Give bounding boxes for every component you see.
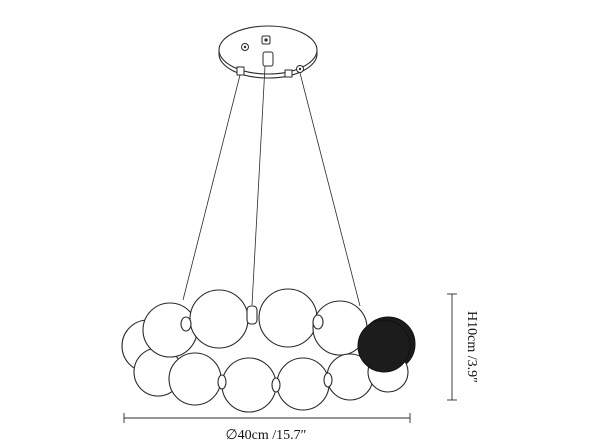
canopy-screw-left — [241, 43, 249, 51]
suspension-cables — [182, 65, 361, 307]
height-label: H10cm /3.9″ — [464, 311, 479, 383]
ceiling-canopy — [218, 25, 318, 79]
height-dimension — [447, 293, 457, 401]
globe-connector — [217, 374, 227, 390]
globe — [168, 352, 222, 406]
globe-connector — [271, 377, 281, 393]
canopy-center-fitting — [262, 51, 274, 67]
globe-dark — [357, 319, 411, 373]
globe — [276, 357, 330, 411]
width-label: ∅40cm /15.7″ — [225, 428, 306, 443]
globe-connector — [180, 316, 192, 332]
globe-ring — [121, 288, 416, 413]
globe-connector — [323, 372, 333, 388]
width-dimension — [123, 413, 411, 423]
canopy-screw-right — [296, 65, 304, 73]
globe — [189, 289, 249, 349]
globe-connector — [312, 314, 324, 330]
canopy-cable-grip-left — [236, 66, 245, 76]
globe — [258, 288, 318, 348]
canopy-cable-grip-right — [284, 69, 293, 78]
canopy-screw-top — [261, 35, 271, 45]
globe — [221, 357, 277, 413]
globe-connector — [246, 305, 258, 325]
